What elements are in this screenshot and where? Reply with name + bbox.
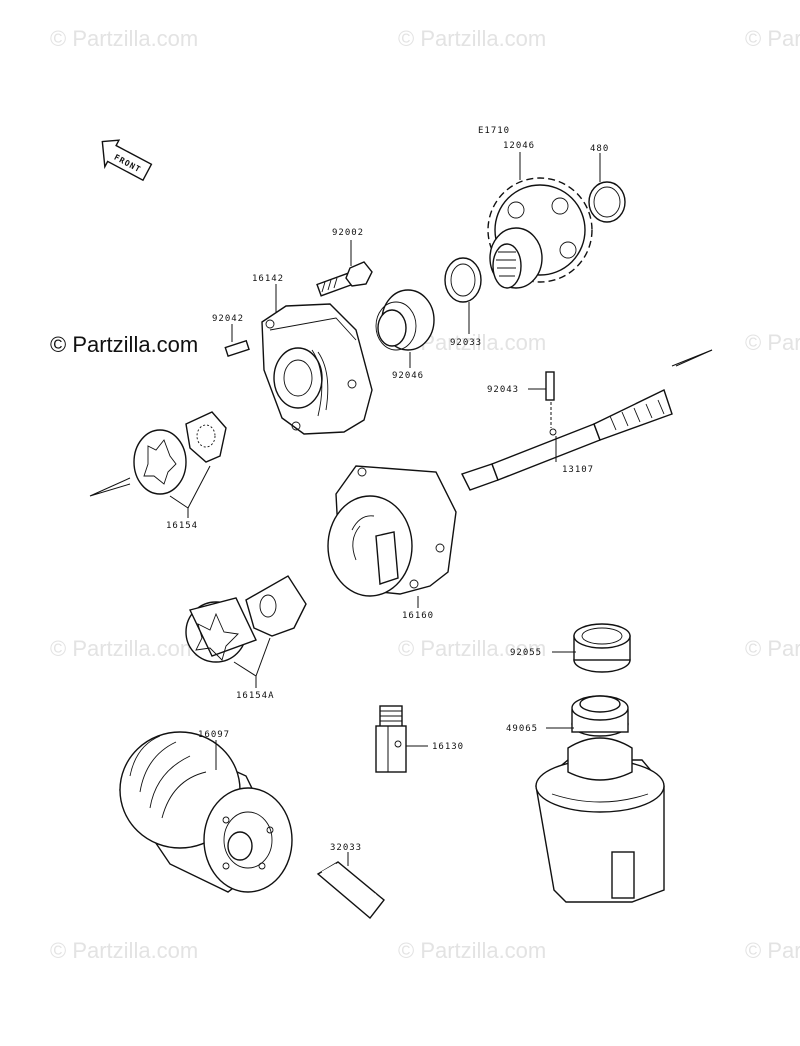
outer-rotor-16154A	[185, 597, 257, 663]
pump-body-16142	[261, 303, 373, 435]
watermark: © Partzilla.com	[745, 636, 800, 661]
spring-32033	[316, 861, 385, 920]
fitting-16130	[375, 705, 407, 773]
cap-92055	[573, 623, 631, 673]
inner-rotor-16154	[185, 411, 227, 463]
diagram-code: E1710	[478, 126, 510, 136]
part-number-92055: 92055	[510, 648, 542, 658]
part-number-92033: 92033	[450, 338, 482, 348]
watermark: © Partzilla.com	[398, 938, 547, 963]
part-number-16142: 16142	[252, 274, 284, 284]
watermark: © Partzilla.com	[745, 330, 800, 355]
watermark-main: © Partzilla.com	[50, 332, 199, 357]
outer-rotor-16154	[133, 429, 187, 495]
watermark: © Partzilla.com	[50, 938, 199, 963]
watermark: © Partzilla.com	[745, 938, 800, 963]
bearing-92046	[375, 289, 435, 351]
part-number-13107: 13107	[562, 465, 594, 475]
oil-filter-16097	[119, 731, 293, 893]
part-number-92042: 92042	[212, 314, 244, 324]
filter-wrench-49065	[535, 695, 665, 903]
sprocket-gear	[487, 177, 593, 289]
pin-92043	[545, 371, 555, 401]
front-arrow-icon: FRONT	[101, 139, 153, 182]
watermark: © Partzilla.com	[50, 636, 199, 661]
part-number-16154A: 16154A	[236, 691, 275, 701]
pin-92042	[224, 339, 250, 358]
shaft-13107	[461, 389, 673, 491]
watermark: © Partzilla.com	[745, 26, 800, 51]
part-number-32033: 32033	[330, 843, 362, 853]
part-number-92002: 92002	[332, 228, 364, 238]
circlip-480	[588, 181, 626, 223]
inner-rotor-16154A	[245, 575, 307, 637]
bolt-92002	[316, 261, 373, 297]
part-number-92046: 92046	[392, 371, 424, 381]
part-number-92043: 92043	[487, 385, 519, 395]
watermark: © Partzilla.com	[398, 636, 547, 661]
part-number-16097: 16097	[198, 730, 230, 740]
pump-cover-16160	[327, 465, 457, 597]
circlip-92033	[444, 257, 482, 303]
part-number-16154: 16154	[166, 521, 198, 531]
watermark: © Partzilla.com	[398, 26, 547, 51]
part-number-16160: 16160	[402, 611, 434, 621]
part-number-16130: 16130	[432, 742, 464, 752]
part-number-49065: 49065	[506, 724, 538, 734]
watermark: © Partzilla.com	[50, 26, 199, 51]
part-number-12046: 12046	[503, 141, 535, 151]
part-number-480: 480	[590, 144, 609, 154]
